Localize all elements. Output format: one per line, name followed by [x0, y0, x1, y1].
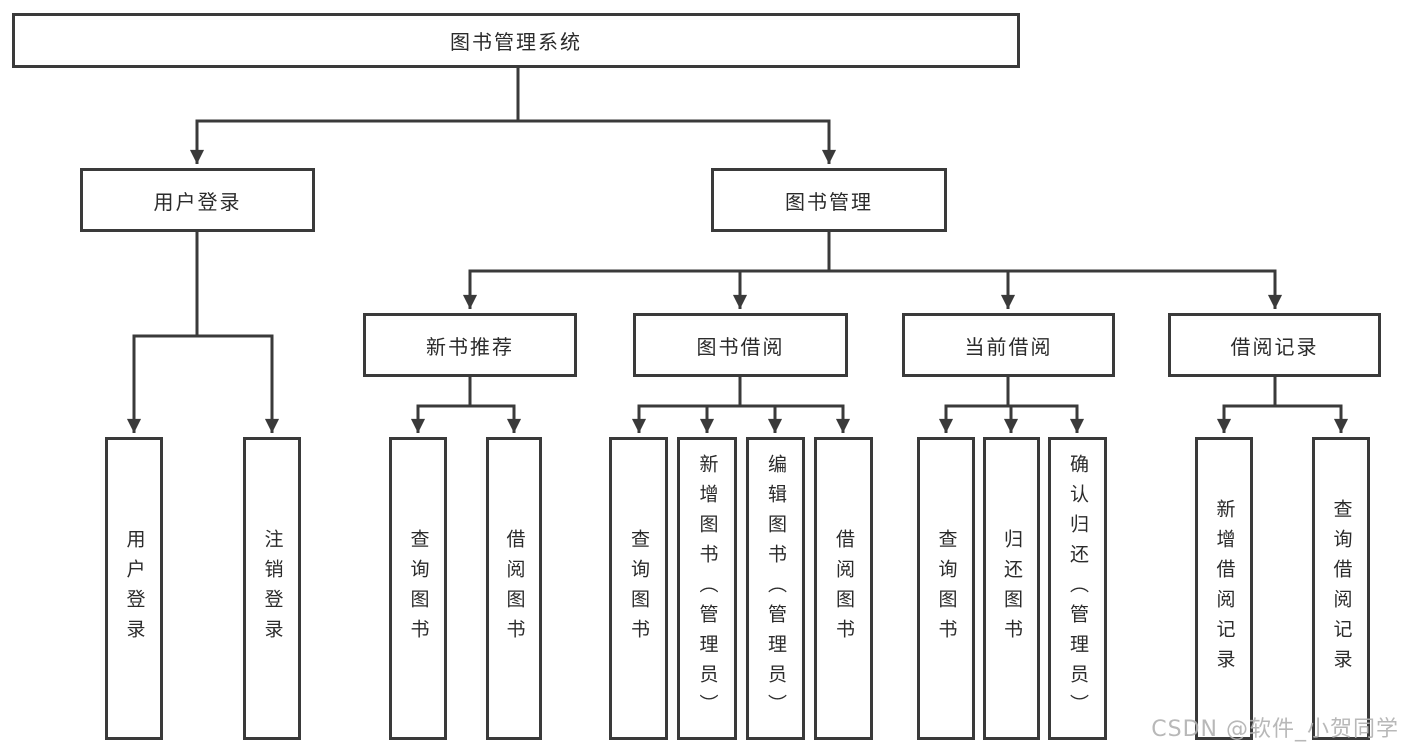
leaf-query-books-recommend: 查询图书: [389, 437, 447, 740]
leaf-borrow-books-recommend: 借阅图书: [486, 437, 542, 740]
node-current-borrowing-label: 当前借阅: [964, 334, 1053, 359]
leaf-confirm-return-admin-label: 确认归还（管理员）: [1067, 453, 1089, 724]
leaf-query-books-current: 查询图书: [917, 437, 975, 740]
leaf-query-books-borrowing-label: 查询图书: [628, 528, 650, 649]
leaf-edit-books-admin-label: 编辑图书（管理员）: [765, 453, 787, 724]
node-book-management: 图书管理: [711, 168, 947, 232]
leaf-query-books-borrowing: 查询图书: [609, 437, 668, 740]
leaf-add-borrow-record: 新增借阅记录: [1195, 437, 1253, 740]
leaf-user-login-label: 用户登录: [123, 528, 146, 649]
leaf-add-books-admin: 新增图书（管理员）: [677, 437, 737, 740]
leaf-borrow-books-borrowing-label: 借阅图书: [833, 528, 855, 649]
leaf-logout: 注销登录: [243, 437, 301, 740]
leaf-query-books-current-label: 查询图书: [935, 528, 958, 649]
leaf-borrow-books-borrowing: 借阅图书: [814, 437, 873, 740]
node-book-management-label: 图书管理: [785, 189, 873, 214]
leaf-query-books-recommend-label: 查询图书: [407, 528, 430, 649]
node-borrowing-records-label: 借阅记录: [1230, 334, 1319, 359]
leaf-query-borrow-record-label: 查询借阅记录: [1330, 498, 1353, 679]
leaf-add-books-admin-label: 新增图书（管理员）: [696, 453, 719, 724]
leaf-borrow-books-recommend-label: 借阅图书: [503, 528, 526, 649]
watermark: CSDN @软件_小贺同学: [1151, 717, 1399, 742]
node-new-book-recommend-label: 新书推荐: [426, 334, 514, 359]
leaf-query-borrow-record: 查询借阅记录: [1312, 437, 1370, 740]
leaf-edit-books-admin: 编辑图书（管理员）: [746, 437, 805, 740]
leaf-return-books-label: 归还图书: [1001, 528, 1023, 649]
leaf-user-login: 用户登录: [105, 437, 163, 740]
node-new-book-recommend: 新书推荐: [363, 313, 577, 377]
node-book-borrowing-label: 图书借阅: [696, 334, 785, 359]
node-root-label: 图书管理系统: [450, 30, 582, 54]
leaf-add-borrow-record-label: 新增借阅记录: [1213, 498, 1236, 679]
leaf-logout-label: 注销登录: [261, 528, 284, 649]
node-current-borrowing: 当前借阅: [902, 313, 1115, 377]
node-book-borrowing: 图书借阅: [633, 313, 848, 377]
leaf-return-books: 归还图书: [983, 437, 1040, 740]
leaf-confirm-return-admin: 确认归还（管理员）: [1048, 437, 1107, 740]
node-root: 图书管理系统: [12, 13, 1020, 68]
node-borrowing-records: 借阅记录: [1168, 313, 1381, 377]
node-user-login: 用户登录: [80, 168, 315, 232]
node-user-login-label: 用户登录: [153, 189, 242, 214]
